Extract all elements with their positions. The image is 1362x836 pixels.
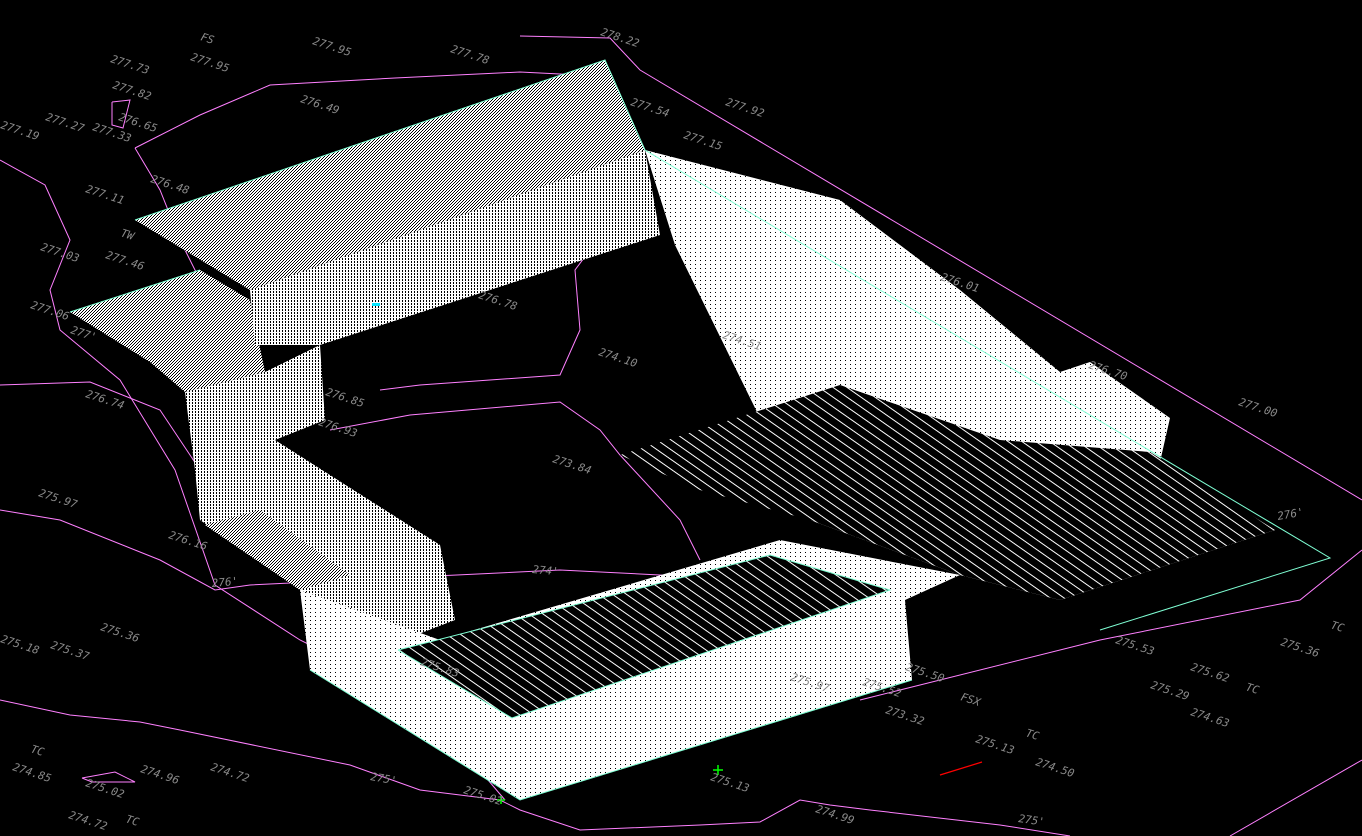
elevation-label: 277.11 <box>84 182 126 207</box>
elevation-label: 277.27 <box>44 110 86 135</box>
elevation-label: 275.62 <box>1189 660 1231 685</box>
elevation-label: 276.49 <box>299 92 341 117</box>
left-step <box>205 510 350 590</box>
elevation-label: 275.50 <box>904 660 946 685</box>
elevation-label: 275.29 <box>1149 678 1191 703</box>
elevation-label: 277.03 <box>39 240 81 265</box>
red-segment <box>939 761 983 776</box>
contour-label: 276' <box>211 575 239 590</box>
elevation-label: 275.02 <box>84 776 126 801</box>
elevation-label: 276.85 <box>324 385 366 410</box>
elevation-label: 275.13 <box>709 770 751 795</box>
elevation-label: 277.46 <box>104 248 146 273</box>
green-cross-marker <box>497 765 723 804</box>
elevation-label: 277.54 <box>629 95 671 120</box>
point-code: FSX <box>959 690 983 709</box>
elevation-label: 277.82 <box>111 78 153 103</box>
elevation-label: 273.32 <box>884 703 926 728</box>
elevation-label: 276.78 <box>477 288 519 313</box>
elevation-label: 277.78 <box>449 42 491 67</box>
elevation-label: 274.50 <box>1034 755 1076 780</box>
elevation-label: 274.63 <box>1189 705 1231 730</box>
point-code: TW <box>119 226 137 243</box>
elevation-label: 275.02 <box>462 783 504 808</box>
elevation-label: 277.95 <box>189 50 231 75</box>
elevation-label: 275.36 <box>1279 635 1321 660</box>
contour-label: 276' <box>1276 506 1304 523</box>
elevation-label: 276.16 <box>167 528 209 553</box>
elevation-label: 275.37 <box>49 638 91 663</box>
bottom-pad <box>398 555 890 718</box>
elevation-label: 275.53 <box>1114 633 1156 658</box>
elevation-label: 274.72 <box>209 760 251 785</box>
elevation-label: 275.18 <box>0 632 41 657</box>
elevation-label: 274.99 <box>814 802 856 827</box>
point-code: TC <box>1024 726 1041 743</box>
elevation-label: 277.15 <box>682 128 724 153</box>
elevation-label: 277.95 <box>311 34 353 59</box>
elevation-label: 276.74 <box>84 387 126 412</box>
point-code: TC <box>124 812 141 829</box>
point-code: TC <box>1329 618 1346 635</box>
boundary-lines <box>69 59 1332 801</box>
elevation-label: 277.92 <box>724 95 766 120</box>
point-code: TC <box>1244 680 1261 697</box>
cyan-marker <box>372 303 380 306</box>
point-code: FS <box>199 30 216 47</box>
left-wall <box>185 345 455 645</box>
elevation-label: 277.06 <box>29 298 71 323</box>
point-markers <box>372 303 983 804</box>
point-code: TC <box>29 742 46 759</box>
elevation-label: 275.97 <box>37 486 79 511</box>
elevation-label: 277.19 <box>0 118 41 143</box>
elevation-label: 274.10 <box>597 345 639 370</box>
elevation-label: 274.72 <box>67 808 109 833</box>
elevation-label: 273.84 <box>551 452 593 477</box>
elevation-label: 276.48 <box>149 172 191 197</box>
contour-label: 275' <box>369 770 397 787</box>
elevation-label: 277.73 <box>109 52 151 77</box>
contour-label: 275' <box>1018 812 1046 829</box>
elevation-label: 275.36 <box>99 620 141 645</box>
grading-surfaces <box>70 60 1275 800</box>
lower-left-pad <box>70 270 265 392</box>
elevation-label: 274.85 <box>11 760 53 785</box>
elevation-label: 278.22 <box>599 25 641 50</box>
contour-label: 274' <box>532 563 560 578</box>
upper-slab-top <box>135 60 645 290</box>
elevation-label: 275.13 <box>974 732 1016 757</box>
elevation-label: 274.96 <box>139 762 181 787</box>
upper-slab-face <box>250 150 660 345</box>
elevation-label: 276.93 <box>317 415 359 440</box>
elevation-label: 277.00 <box>1237 395 1279 420</box>
right-pad-surface <box>620 385 1275 600</box>
